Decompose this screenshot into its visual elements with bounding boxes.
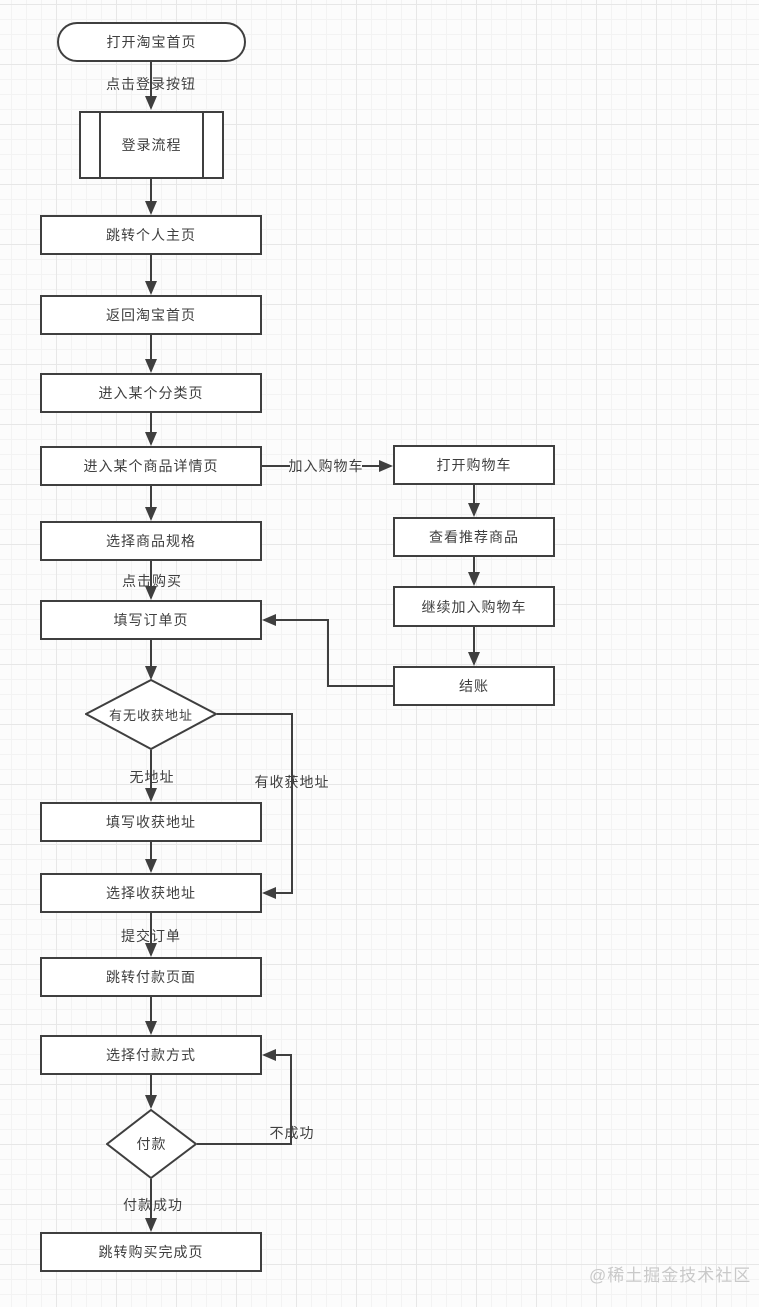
node-select-spec: 选择商品规格 [40, 521, 262, 561]
node-enter-detail: 进入某个商品详情页 [40, 446, 262, 486]
node-label: 有无收获地址 [108, 708, 193, 723]
node-enter-category: 进入某个分类页 [40, 373, 262, 413]
node-goto-complete: 跳转购买完成页 [40, 1232, 262, 1272]
node-label: 结账 [459, 678, 489, 694]
node-address-decision: 有无收获地址 [85, 679, 217, 750]
edge-label-click-buy: 点击购买 [122, 573, 182, 589]
node-label: 选择商品规格 [106, 533, 196, 549]
node-label: 选择付款方式 [106, 1047, 196, 1063]
node-label: 填写订单页 [113, 612, 189, 628]
node-goto-profile: 跳转个人主页 [40, 215, 262, 255]
node-fill-address: 填写收获地址 [40, 802, 262, 842]
node-pay-decision: 付款 [106, 1109, 197, 1179]
diamond-shape [85, 679, 217, 750]
node-label: 查看推荐商品 [429, 529, 519, 545]
node-select-address: 选择收获地址 [40, 873, 262, 913]
edge-label-pay-success: 付款成功 [123, 1197, 183, 1213]
subprocess-bar-left [99, 113, 101, 177]
node-label: 跳转个人主页 [106, 227, 196, 243]
node-view-recommend: 查看推荐商品 [393, 517, 555, 557]
diamond-shape [106, 1109, 197, 1179]
node-label: 登录流程 [121, 137, 182, 153]
node-label: 跳转付款页面 [106, 969, 196, 985]
node-open-taobao-home: 打开淘宝首页 [57, 22, 246, 62]
node-label: 继续加入购物车 [421, 598, 527, 615]
node-fill-order: 填写订单页 [40, 600, 262, 640]
edge-label-no-address: 无地址 [129, 769, 175, 785]
node-label: 进入某个分类页 [98, 385, 204, 401]
node-label: 跳转购买完成页 [98, 1244, 204, 1260]
node-label: 填写收获地址 [106, 814, 196, 830]
edge-label-has-address: 有收获地址 [254, 774, 330, 790]
node-label: 打开淘宝首页 [106, 34, 197, 50]
node-select-pay-method: 选择付款方式 [40, 1035, 262, 1075]
node-back-home: 返回淘宝首页 [40, 295, 262, 335]
edge-label-pay-fail: 不成功 [269, 1125, 315, 1141]
edge-label-add-to-cart: 加入购物车 [288, 458, 364, 474]
node-checkout: 结账 [393, 666, 555, 706]
node-login-process: 登录流程 [79, 111, 224, 179]
node-label: 选择收获地址 [106, 885, 196, 901]
node-label: 返回淘宝首页 [106, 307, 196, 323]
node-label: 进入某个商品详情页 [83, 458, 219, 474]
edge-label-submit-order: 提交订单 [121, 928, 181, 944]
node-label: 付款 [136, 1136, 167, 1152]
node-goto-payment: 跳转付款页面 [40, 957, 262, 997]
node-continue-add-cart: 继续加入购物车 [393, 586, 555, 627]
node-label: 打开购物车 [436, 457, 512, 473]
node-open-cart: 打开购物车 [393, 445, 555, 485]
edge-label-click-login: 点击登录按钮 [106, 76, 196, 92]
subprocess-bar-right [202, 113, 204, 177]
watermark: @稀土掘金技术社区 [589, 1266, 752, 1285]
